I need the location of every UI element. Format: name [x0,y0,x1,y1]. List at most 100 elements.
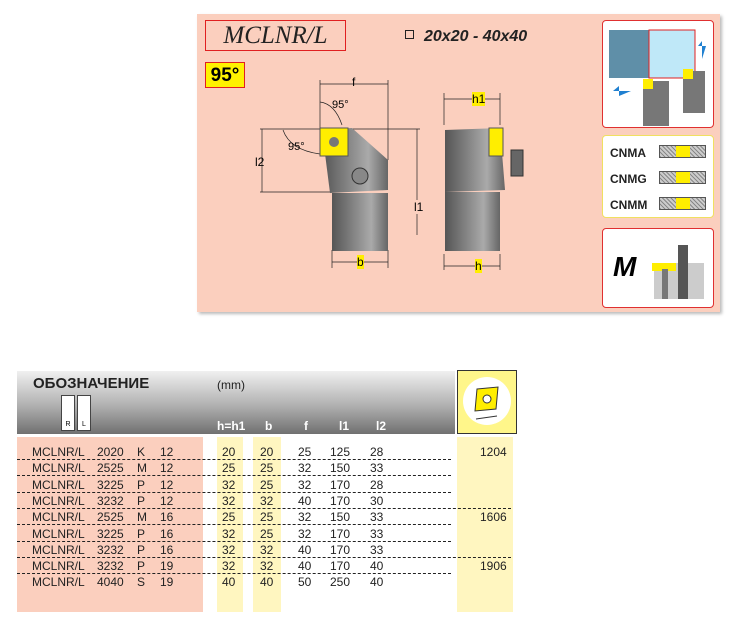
cell-f: 40 [298,493,312,508]
insert-geometry-box: CNMA CNMG CNMM [602,135,714,218]
square-icon [405,30,414,39]
row-divider [17,459,451,460]
unit-label: (mm) [217,378,245,392]
row-divider [17,475,451,477]
cell-l2: 30 [370,493,384,508]
cell-ins: 19 [160,559,174,574]
dim-angle-1: 95° [332,99,349,111]
tool-drawing [260,80,524,270]
cell-size: 3232 [97,559,124,574]
cell-f: 32 [298,477,312,492]
cell-insert: 1906 [480,559,507,574]
tool-title: MCLNR/L [205,20,346,51]
row-divider [17,507,511,509]
cell-model: MCLNR/L [32,477,85,492]
cell-h: 20 [222,445,236,459]
cell-len: M [137,510,147,525]
cell-insert: 1606 [480,510,507,525]
cell-size: 4040 [97,575,124,590]
cell-h: 32 [222,542,236,557]
cell-model: MCLNR/L [32,461,85,476]
cell-h: 32 [222,526,236,541]
cell-b: 25 [260,510,274,525]
dim-angle-2: 95° [288,141,305,153]
col-header-l2: l2 [376,419,387,433]
cell-model: MCLNR/L [32,542,85,557]
cnmm-section-icon [659,197,706,210]
cell-b: 32 [260,493,274,508]
cell-b: 40 [260,575,274,590]
cell-l1: 170 [330,559,351,574]
cell-model: MCLNR/L [32,445,85,459]
cell-model: MCLNR/L [32,526,85,541]
dim-f: f [352,75,356,89]
left-hand-icon: L [77,395,91,431]
cell-f: 32 [298,461,312,476]
cell-b: 25 [260,461,274,476]
row-divider [17,573,451,575]
cell-b: 25 [260,526,274,541]
cell-size: 2525 [97,510,124,525]
row-divider [17,540,451,542]
dim-l1: l1 [414,200,424,214]
table-header: ОБОЗНАЧЕНИЕ (mm) R L h=h1 b f l1 l2 [17,371,455,434]
cell-f: 32 [298,510,312,525]
cell-ins: 12 [160,461,174,476]
cell-l1: 170 [330,477,351,492]
cell-size: 2020 [97,445,124,459]
cell-h: 25 [222,510,236,525]
cell-l1: 170 [330,493,351,508]
row-divider [17,524,451,526]
cell-len: M [137,461,147,476]
col-header-f: f [304,419,308,433]
cell-l1: 170 [330,526,351,541]
cell-h: 32 [222,559,236,574]
operation-diagram [602,20,714,128]
col-header-h: h=h1 [217,419,246,433]
cell-f: 50 [298,575,312,590]
row-divider [17,556,511,558]
row-divider [17,491,451,493]
right-hand-icon: R [61,395,75,431]
col-header-l1: l1 [339,419,350,433]
cell-size: 3225 [97,526,124,541]
cell-h: 32 [222,477,236,492]
insert-header [457,370,517,434]
cell-model: MCLNR/L [32,575,85,590]
cell-l1: 125 [330,445,351,459]
cell-l2: 28 [370,445,384,459]
cell-h: 25 [222,461,236,476]
cell-b: 25 [260,477,274,492]
cell-l2: 33 [370,542,384,557]
size-range-text: 20x20 - 40x40 [424,28,528,45]
cell-ins: 19 [160,575,174,590]
insert-column-bg [457,437,513,612]
dim-l2: l2 [255,155,265,169]
cell-l1: 250 [330,575,351,590]
cell-f: 40 [298,559,312,574]
angle-badge: 95° [205,62,245,88]
cell-f: 40 [298,542,312,557]
cell-l2: 40 [370,559,384,574]
cell-l1: 150 [330,461,351,476]
cell-l2: 33 [370,461,384,476]
size-range: 20x20 - 40x40 [405,28,527,46]
cell-insert: 1204 [480,445,507,459]
dim-b: b [357,255,364,269]
cell-ins: 16 [160,510,174,525]
cell-len: P [137,542,146,557]
geometry-label: CNMM [610,198,648,212]
cell-len: P [137,493,146,508]
cell-ins: 12 [160,445,174,459]
cell-size: 2525 [97,461,124,476]
cell-model: MCLNR/L [32,559,85,574]
cell-len: P [137,477,146,492]
